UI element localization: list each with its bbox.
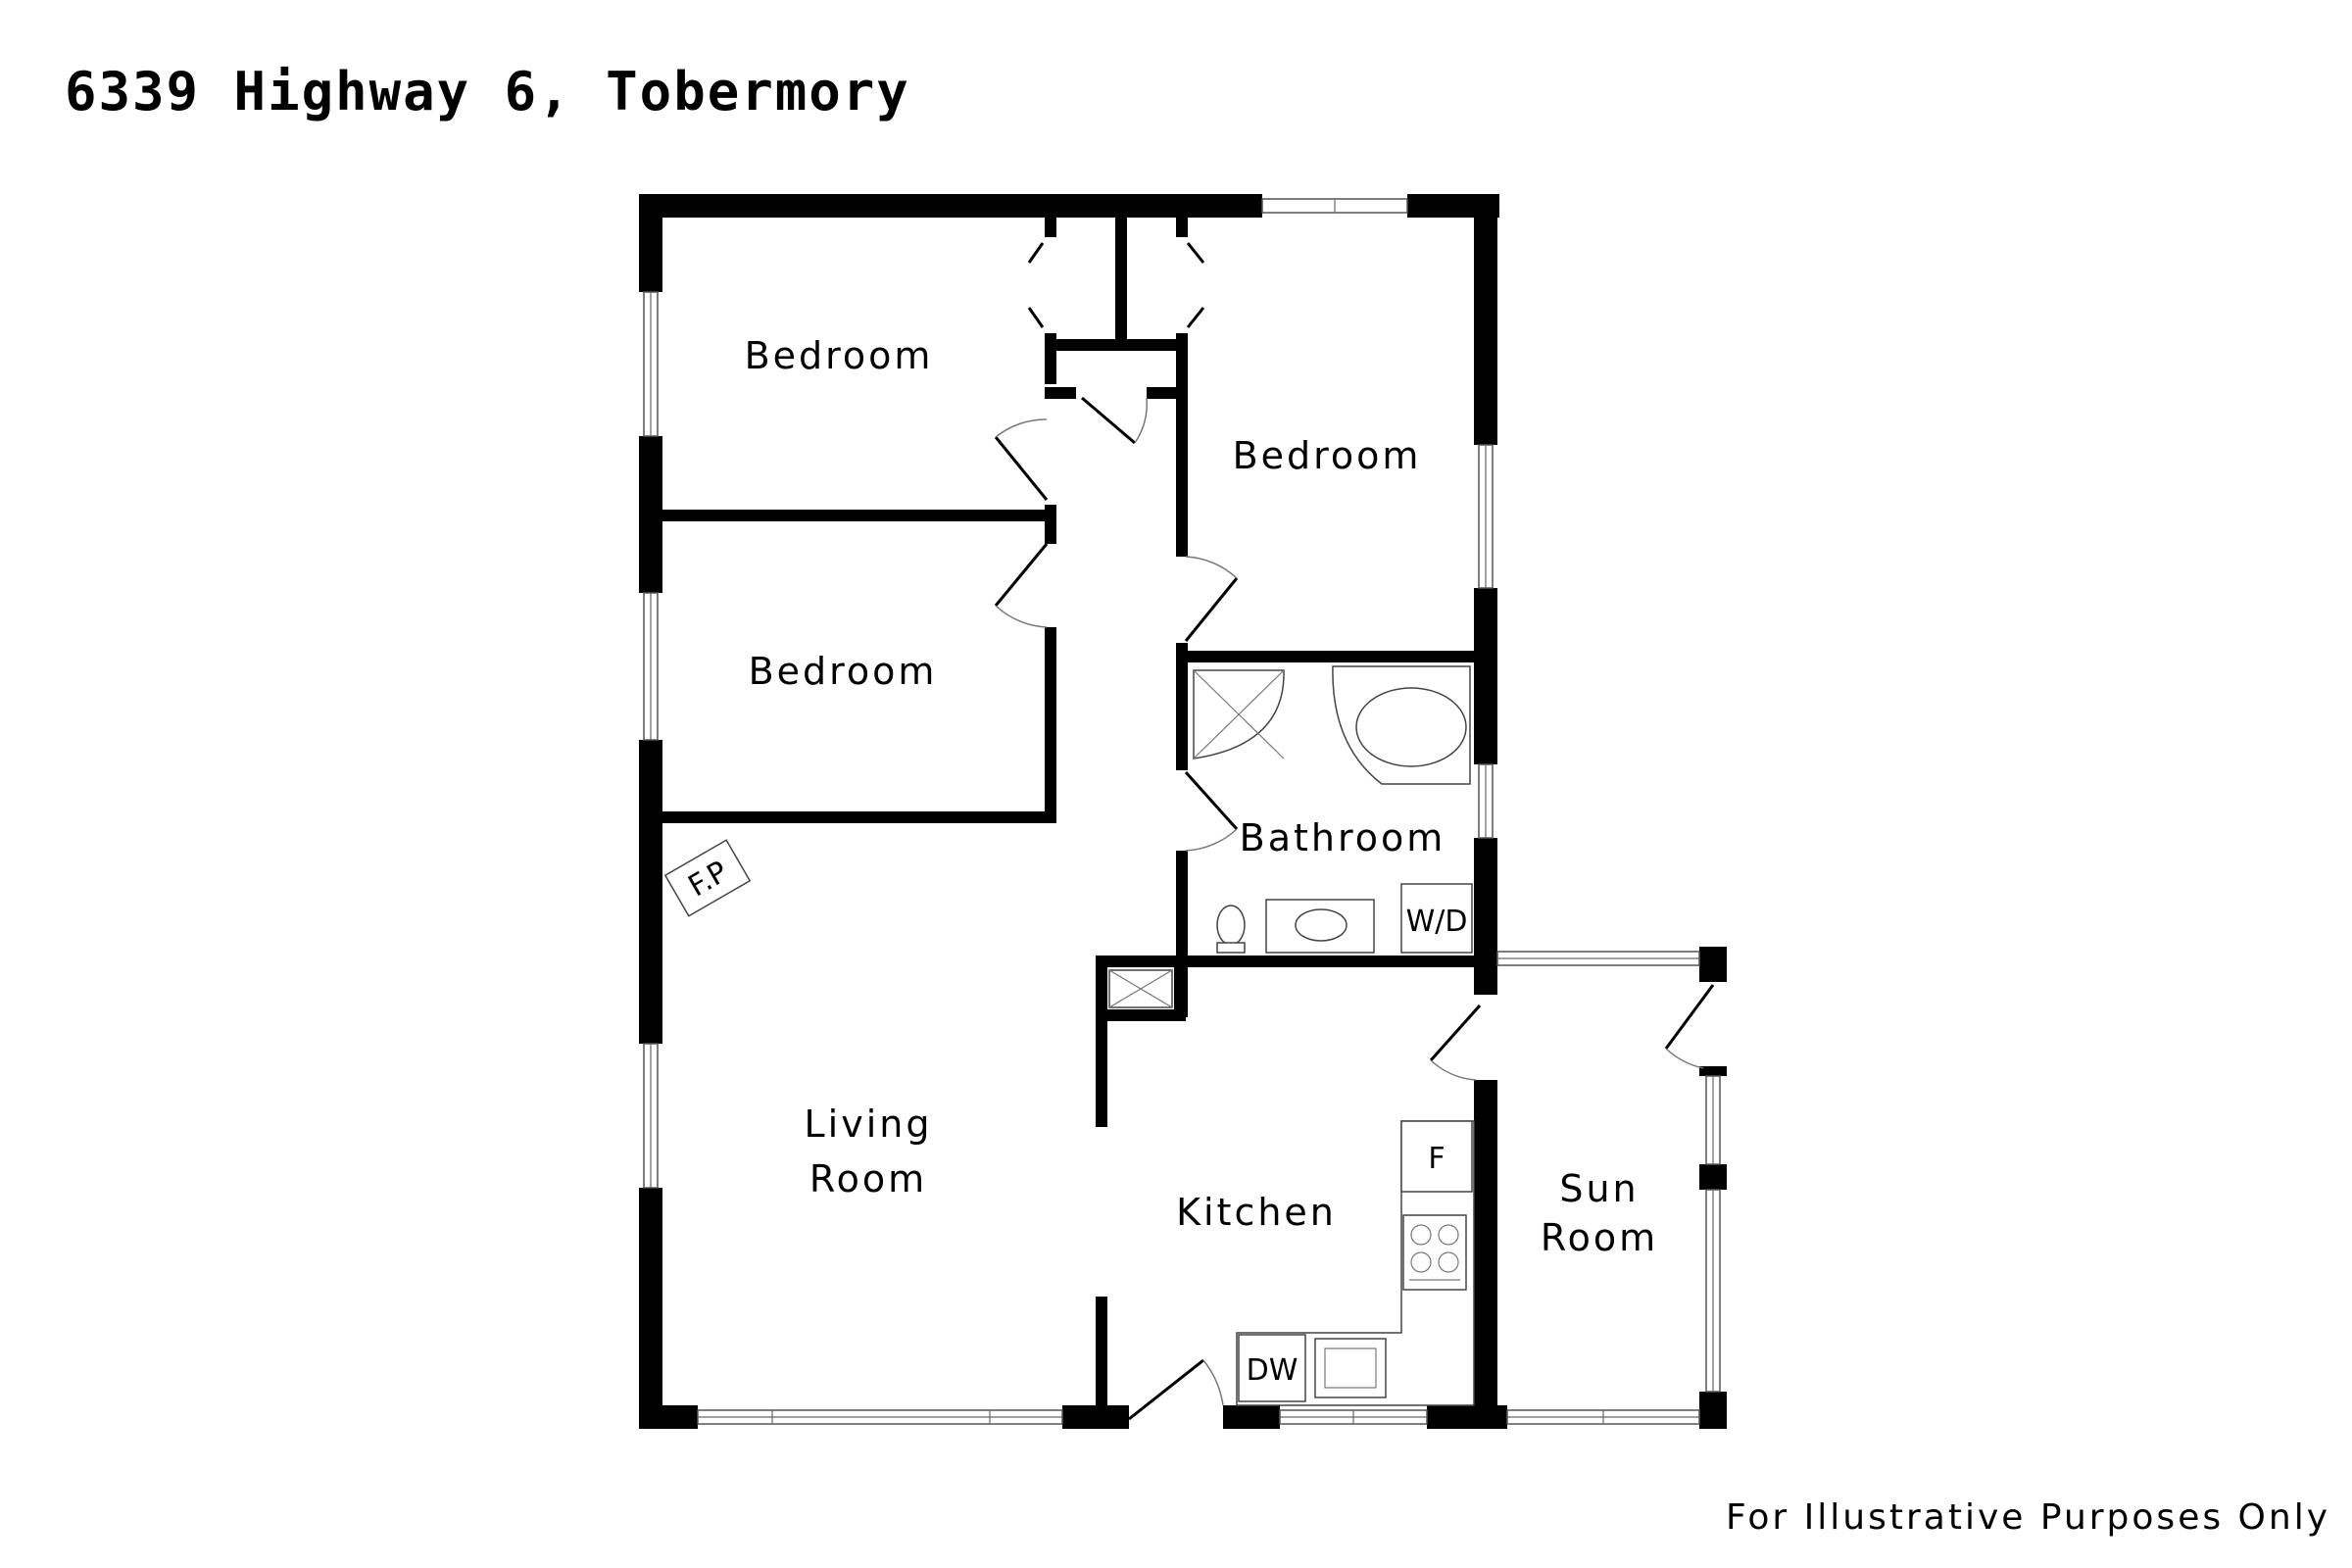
windows (643, 198, 1721, 1425)
interior-walls (662, 218, 1497, 1405)
fireplace: F.P (663, 839, 752, 917)
dishwasher-label: DW (1247, 1353, 1298, 1388)
doors (994, 242, 1715, 1421)
fridge-icon (1400, 1120, 1473, 1193)
exterior-walls (639, 194, 1727, 1429)
disclaimer-text: For Illustrative Purposes Only (1725, 1497, 2330, 1538)
bedroom-label: Bedroom (745, 334, 934, 377)
sun-room-label-line1: Sun (1559, 1167, 1639, 1210)
bedroom-label: Bedroom (1233, 434, 1422, 477)
stove-icon (1402, 1214, 1467, 1291)
sun-room-label-line2: Room (1541, 1216, 1658, 1259)
kitchen-label: Kitchen (1176, 1191, 1337, 1234)
living-room-label-line1: Living (805, 1102, 933, 1146)
bedroom-label: Bedroom (749, 650, 938, 693)
bathroom-label: Bathroom (1240, 816, 1446, 859)
washer-dryer-icon (1400, 883, 1473, 954)
fridge-label: F (1428, 1142, 1445, 1176)
bathroom-fixtures (1193, 665, 1473, 954)
living-room-label-line2: Room (809, 1157, 927, 1200)
toilet-icon (1216, 905, 1246, 946)
kitchen-sink-icon (1314, 1338, 1387, 1398)
property-address-title: 6339 Highway 6, Tobermory (65, 61, 910, 122)
kitchen-fixtures (1236, 1120, 1475, 1406)
washer-dryer-label: W/D (1406, 905, 1468, 939)
dishwasher-icon (1238, 1334, 1306, 1402)
